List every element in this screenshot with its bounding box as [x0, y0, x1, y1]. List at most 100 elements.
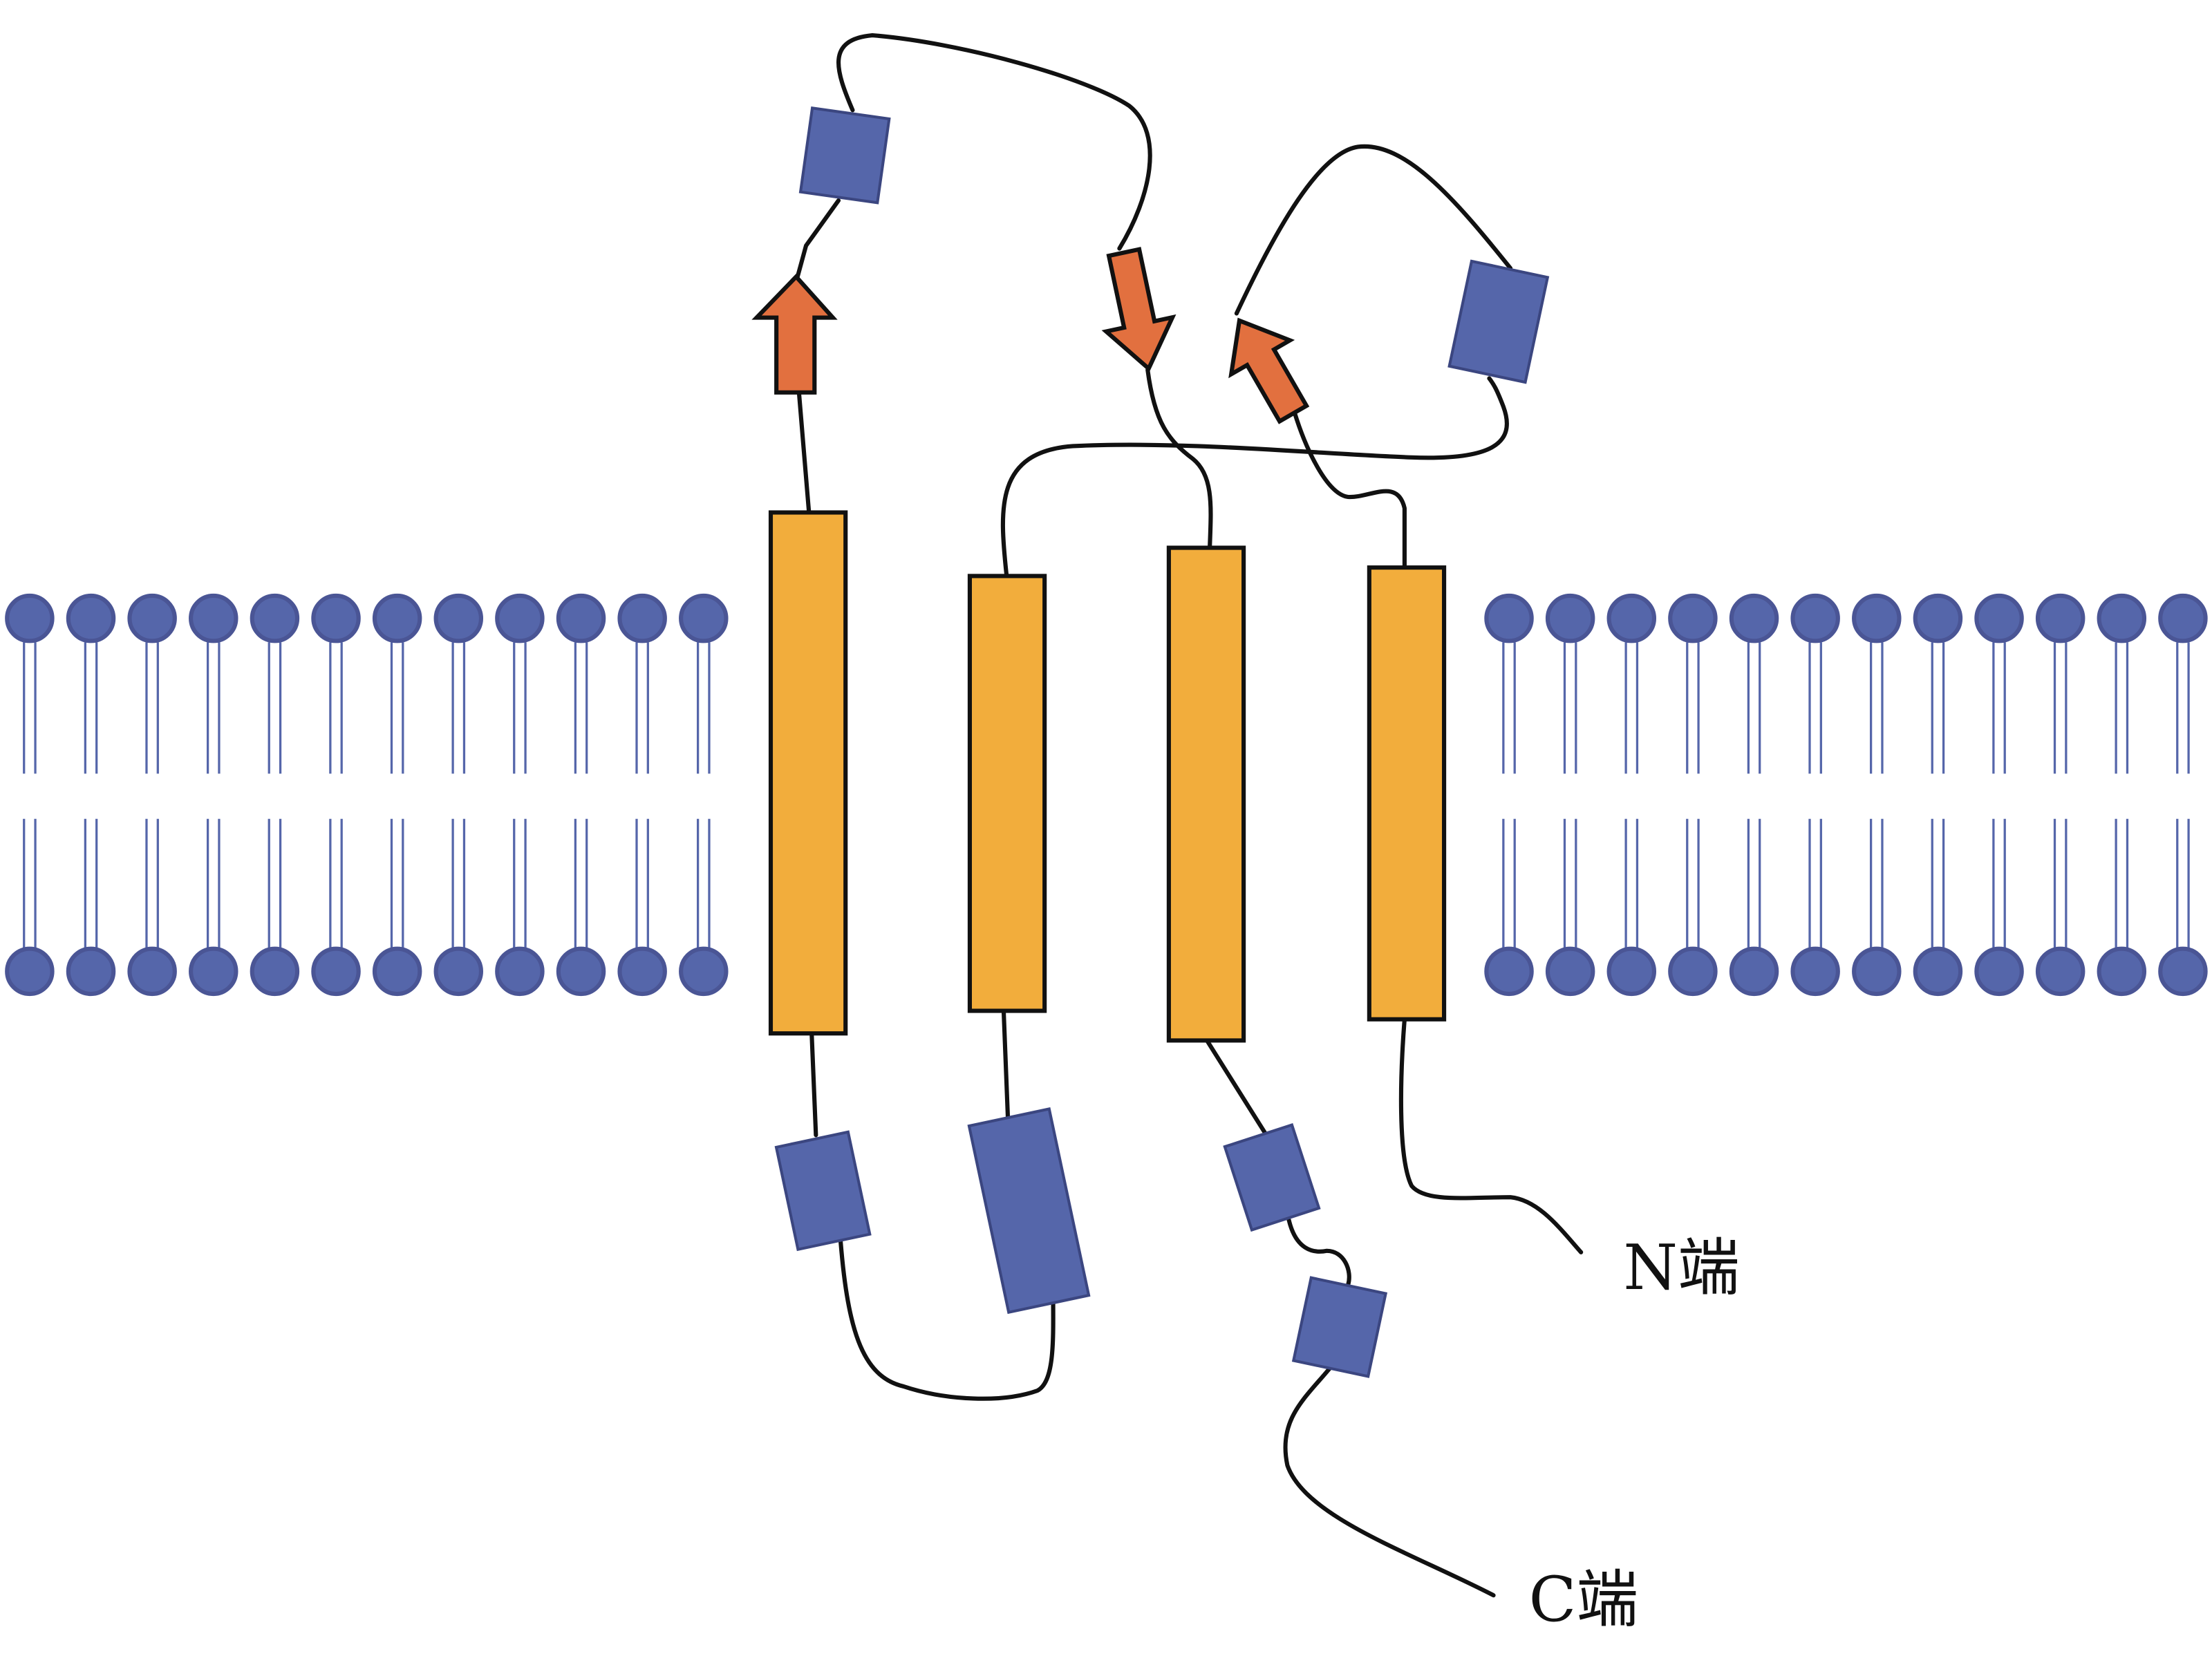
- loop-tm1-to-strand1: [796, 390, 812, 514]
- lipid-head: [495, 593, 545, 643]
- lipid-right-10: [2035, 593, 2086, 997]
- lipid-head: [617, 593, 667, 643]
- loop-to-c-terminus: [1283, 1364, 1496, 1598]
- lipid-head: [1668, 593, 1718, 643]
- loop-intracellular-u: [837, 1230, 1056, 1401]
- lipid-head: [2158, 593, 2208, 643]
- lipid-head: [189, 593, 238, 643]
- lipid-head: [1974, 946, 2024, 997]
- lipid-head: [372, 593, 422, 643]
- loop-to-n-terminus: [1398, 1017, 1584, 1254]
- lipid-left-9: [495, 593, 545, 997]
- helix-intracellular-4: [1291, 1276, 1388, 1378]
- lipid-head: [1668, 946, 1718, 997]
- lipid-head: [250, 593, 300, 643]
- lipid-right-4: [1668, 593, 1718, 997]
- helix-extracellular-1: [798, 106, 891, 205]
- loop-tm1-bottom: [809, 1031, 818, 1138]
- lipid-right-3: [1606, 593, 1657, 997]
- lipid-head: [2097, 946, 2147, 997]
- lipid-head: [1729, 593, 1779, 643]
- lipid-head: [250, 946, 300, 997]
- beta-strand-1: [751, 273, 838, 395]
- lipid-left-11: [617, 593, 667, 997]
- lipid-head: [433, 946, 484, 997]
- loop-strand1-to-helix: [795, 198, 841, 279]
- lipid-right-5: [1729, 593, 1779, 997]
- lipid-bilayer-right: [1484, 593, 2208, 997]
- lipid-head: [556, 593, 606, 643]
- lipid-head: [127, 593, 177, 643]
- lipid-head: [1790, 593, 1840, 643]
- lipid-head: [127, 946, 177, 997]
- tm-helix-4: [1367, 565, 1447, 1022]
- short-helices: [774, 106, 1550, 1378]
- lipid-head: [66, 593, 116, 643]
- n-terminus-label: N端: [1623, 1232, 1739, 1304]
- lipid-right-11: [2097, 593, 2147, 997]
- lipid-head: [1913, 946, 1963, 997]
- lipid-head: [1852, 593, 1902, 643]
- lipid-head: [556, 946, 606, 997]
- lipid-head: [1729, 946, 1779, 997]
- lipid-right-6: [1790, 593, 1840, 997]
- lipid-right-1: [1484, 593, 1534, 997]
- helix-intracellular-1: [774, 1130, 872, 1252]
- tm-helix-1: [768, 510, 848, 1036]
- beta-strands: [751, 247, 1310, 424]
- lipid-right-9: [1974, 593, 2024, 997]
- tm-helix-3: [1166, 545, 1246, 1043]
- lipid-head: [1852, 946, 1902, 997]
- lipid-head: [311, 946, 361, 997]
- lipid-left-3: [127, 593, 177, 997]
- lipid-head: [1606, 946, 1657, 997]
- loop-extracellular-long: [836, 33, 1152, 251]
- lipid-head: [372, 946, 422, 997]
- loop-strand2-to-tm3: [1145, 368, 1213, 550]
- lipid-bilayer-left: [5, 593, 729, 997]
- lipid-left-7: [372, 593, 422, 997]
- lipid-head: [495, 946, 545, 997]
- lipid-left-6: [311, 593, 361, 997]
- lipid-head: [1606, 593, 1657, 643]
- lipid-head: [2097, 593, 2147, 643]
- beta-strand-3: [1228, 317, 1310, 424]
- lipid-left-12: [679, 593, 729, 997]
- lipid-left-5: [250, 593, 300, 997]
- lipid-left-4: [189, 593, 238, 997]
- lipid-head: [5, 946, 55, 997]
- helix-extracellular-2: [1447, 259, 1550, 384]
- lipid-head: [1484, 946, 1534, 997]
- tm-helix-2: [967, 574, 1047, 1013]
- loop-tm3-bottom: [1204, 1038, 1271, 1142]
- lipid-head: [2158, 946, 2208, 997]
- lipid-head: [5, 593, 55, 643]
- lipid-head: [1790, 946, 1840, 997]
- lipid-head: [617, 946, 667, 997]
- loop-helix-to-strand3: [1234, 144, 1513, 316]
- lipid-head: [1484, 593, 1534, 643]
- lipid-right-7: [1852, 593, 1902, 997]
- lipid-head: [679, 593, 729, 643]
- lipid-head: [2035, 593, 2086, 643]
- c-terminus-label: C端: [1529, 1564, 1639, 1636]
- helix-intracellular-2: [967, 1107, 1091, 1315]
- transmembrane-helices: [768, 510, 1447, 1043]
- lipid-head: [1545, 593, 1595, 643]
- lipid-right-2: [1545, 593, 1595, 997]
- loop-tm2-bottom: [1001, 1008, 1011, 1120]
- loop-tm2-to-helix: [1000, 376, 1509, 577]
- lipid-head: [189, 946, 238, 997]
- loop-strand3-to-tm4: [1292, 410, 1407, 570]
- lipid-right-8: [1913, 593, 1963, 997]
- lipid-head: [1974, 593, 2024, 643]
- lipid-head: [66, 946, 116, 997]
- lipid-head: [2035, 946, 2086, 997]
- beta-strand-2: [1101, 247, 1177, 373]
- lipid-left-2: [66, 593, 116, 997]
- lipid-head: [311, 593, 361, 643]
- loop-helix-link: [1286, 1217, 1351, 1287]
- lipid-head: [433, 593, 484, 643]
- lipid-right-12: [2158, 593, 2208, 997]
